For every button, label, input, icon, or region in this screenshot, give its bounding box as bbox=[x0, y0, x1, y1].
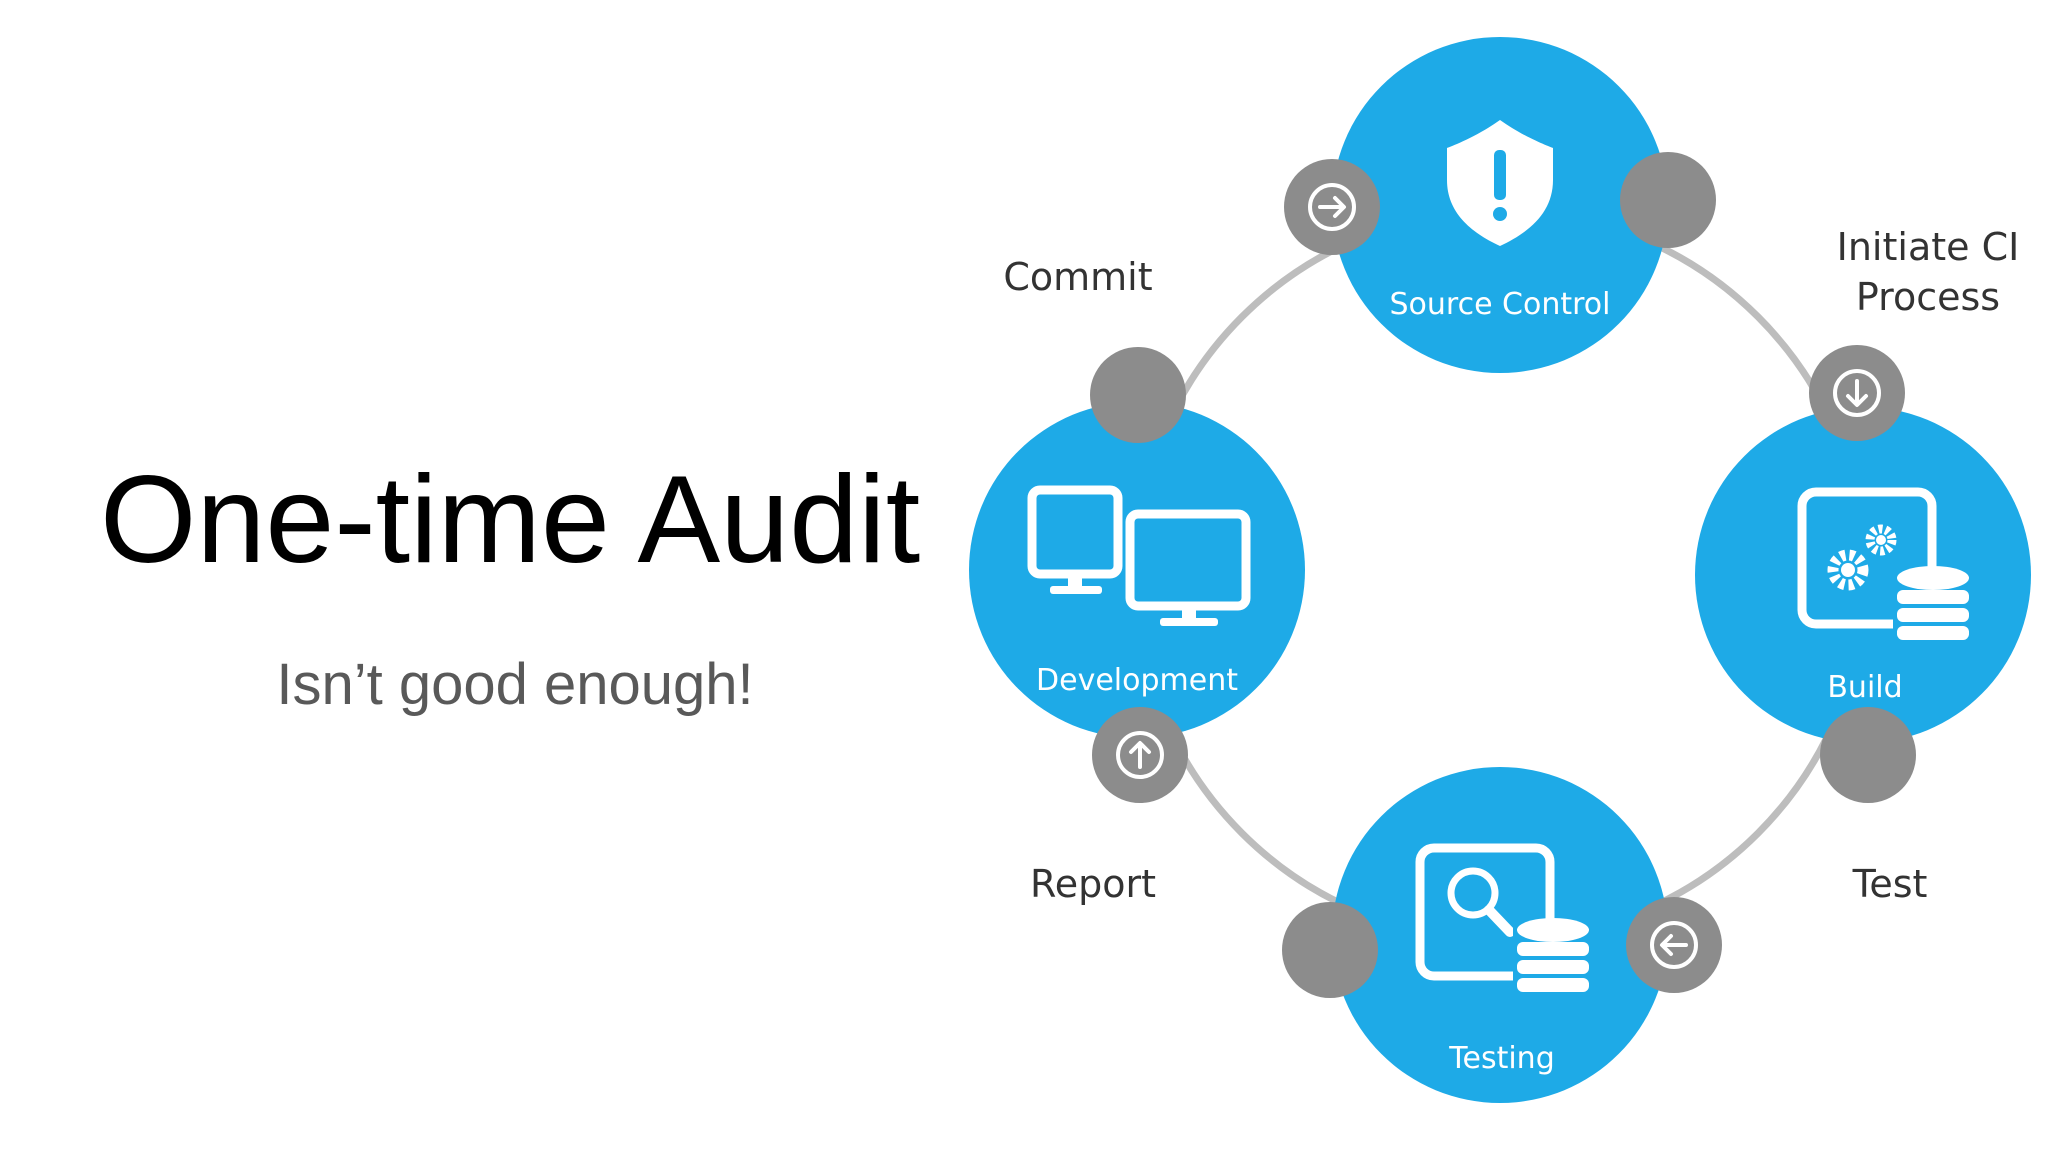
arrow-down-icon bbox=[1833, 369, 1881, 417]
arrow-right-icon bbox=[1308, 183, 1356, 231]
stage-label: Development bbox=[1036, 663, 1238, 698]
connector-node bbox=[1820, 707, 1916, 803]
stage-label: Testing bbox=[1448, 1041, 1554, 1076]
gears-database-icon bbox=[1797, 487, 1975, 640]
connector-initiate-in bbox=[1809, 345, 1905, 441]
connector-report-in bbox=[1092, 707, 1188, 803]
shield-alert-icon bbox=[1447, 120, 1553, 246]
transition-label-report: Report bbox=[1030, 862, 1156, 906]
magnifier-database-icon bbox=[1415, 843, 1595, 994]
arrow-left-icon bbox=[1650, 921, 1698, 969]
slide-title: One-time Audit bbox=[100, 451, 921, 589]
connector-node bbox=[1282, 902, 1378, 998]
transition-label-test: Test bbox=[1852, 862, 1928, 906]
dual-monitor-icon bbox=[1027, 485, 1252, 626]
stage-testing: Testing bbox=[1332, 767, 1668, 1103]
slide-subtitle: Isn’t good enough! bbox=[276, 652, 754, 717]
stage-source-control: Source Control bbox=[1332, 37, 1668, 373]
transition-label-commit: Commit bbox=[1003, 255, 1152, 299]
transition-label-initiate-line1: Initiate CI bbox=[1837, 225, 2020, 269]
connector-test-in bbox=[1626, 897, 1722, 993]
stage-label: Build bbox=[1827, 670, 1902, 705]
connector-node bbox=[1090, 347, 1186, 443]
transition-label-initiate-line2: Process bbox=[1856, 275, 2000, 319]
stage-circle bbox=[1332, 767, 1668, 1103]
connector-commit-in bbox=[1284, 159, 1380, 255]
connector-node bbox=[1620, 152, 1716, 248]
stage-build: Build bbox=[1695, 407, 2031, 743]
arrow-up-icon bbox=[1116, 731, 1164, 779]
stage-development: Development bbox=[969, 402, 1305, 738]
stage-label: Source Control bbox=[1389, 287, 1610, 322]
